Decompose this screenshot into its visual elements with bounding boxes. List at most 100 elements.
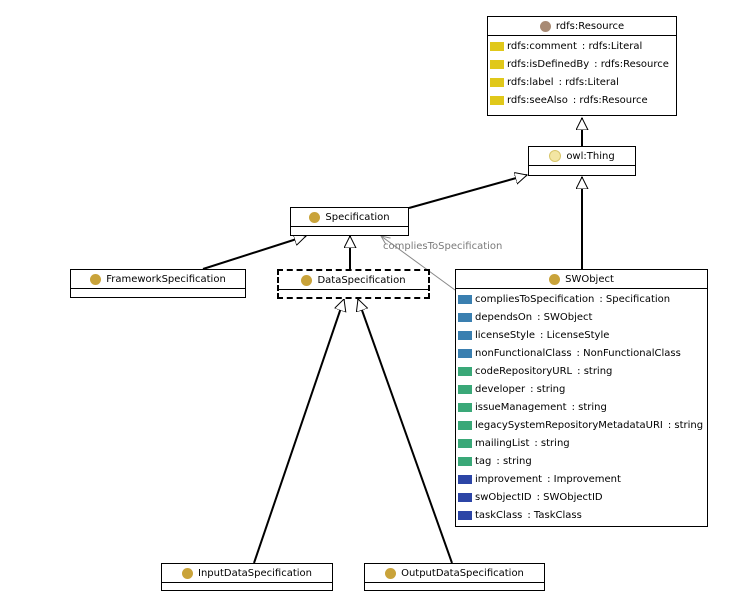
class-specification[interactable]: Specification [290, 207, 409, 236]
attribute-row[interactable]: rdfs:label : rdfs:Literal [490, 73, 674, 91]
class-icon [90, 273, 102, 285]
attribute-type: : rdfs:Literal [581, 40, 643, 52]
edge-output-data [358, 299, 453, 564]
datatype-property-icon [490, 95, 504, 105]
class-header: DataSpecification [279, 271, 428, 290]
class-name: FrameworkSpecification [106, 273, 226, 285]
attribute-list [529, 166, 635, 177]
attribute-name: issueManagement [475, 401, 567, 413]
attribute-row[interactable]: dependsOn : SWObject [458, 308, 705, 326]
attribute-row[interactable]: developer : string [458, 380, 705, 398]
attribute-type: : Specification [599, 293, 671, 305]
attribute-type: : string [571, 401, 607, 413]
attribute-name: developer [475, 383, 526, 395]
attribute-row[interactable]: rdfs:comment : rdfs:Literal [490, 37, 674, 55]
attribute-name: rdfs:label [507, 76, 554, 88]
class-name: rdfs:Resource [555, 20, 625, 32]
class-name: DataSpecification [317, 274, 406, 286]
attribute-row[interactable]: rdfs:isDefinedBy: rdfs:Resource [490, 55, 674, 73]
class-owl-thing[interactable]: owl:Thing [528, 146, 636, 176]
attribute-type: : rdfs:Resource [572, 94, 648, 106]
class-header: SWObject [456, 270, 707, 289]
object-property-icon [458, 312, 472, 322]
class-framework-specification[interactable]: FrameworkSpecification [70, 269, 246, 298]
attribute-name: rdfs:seeAlso [507, 94, 568, 106]
association-label: compliesToSpecification [383, 241, 503, 252]
attribute-list [279, 290, 428, 301]
object-property-icon [458, 294, 472, 304]
attribute-row[interactable]: improvement: Improvement [458, 470, 705, 488]
class-header: owl:Thing [529, 147, 635, 166]
attribute-name: codeRepositoryURL [475, 365, 573, 377]
datatype-property-icon [490, 41, 504, 51]
data-property-icon [458, 420, 472, 430]
datatype-property-icon [490, 77, 504, 87]
attribute-row[interactable]: tag: string [458, 452, 705, 470]
class-header: OutputDataSpecification [365, 564, 544, 583]
datatype-property-icon [490, 59, 504, 69]
class-name: Specification [325, 211, 390, 223]
attribute-name: dependsOn [475, 311, 533, 323]
attribute-type: : string [577, 365, 613, 377]
attribute-row[interactable]: nonFunctionalClass : NonFunctionalClass [458, 344, 705, 362]
attribute-type: : SWObject [537, 311, 593, 323]
class-rdfs-resource[interactable]: rdfs:Resource rdfs:comment : rdfs:Literal… [487, 16, 677, 116]
attribute-type: : string [530, 383, 566, 395]
edge-compliestospecification [381, 236, 456, 291]
data-property-icon [458, 402, 472, 412]
attribute-row[interactable]: rdfs:seeAlso : rdfs:Resource [490, 91, 674, 109]
class-output-data-specification[interactable]: OutputDataSpecification [364, 563, 545, 591]
attribute-name: swObjectID [475, 491, 532, 503]
class-name: SWObject [565, 273, 614, 285]
class-input-data-specification[interactable]: InputDataSpecification [161, 563, 333, 591]
attribute-row[interactable]: licenseStyle: LicenseStyle [458, 326, 705, 344]
attribute-list: rdfs:comment : rdfs:Literal rdfs:isDefined… [488, 36, 676, 110]
class-icon [549, 273, 561, 285]
class-swobject[interactable]: SWObject compliesToSpecification: Specif… [455, 269, 708, 527]
inverse-property-icon [458, 492, 472, 502]
class-icon [309, 211, 321, 223]
data-property-icon [458, 438, 472, 448]
attribute-row[interactable]: taskClass : TaskClass [458, 506, 705, 524]
inverse-property-icon [458, 510, 472, 520]
attribute-type: : string [534, 437, 570, 449]
class-header: Specification [291, 208, 408, 227]
attribute-name: taskClass [475, 509, 523, 521]
class-header: InputDataSpecification [162, 564, 332, 583]
attribute-row[interactable]: compliesToSpecification: Specification [458, 290, 705, 308]
attribute-row[interactable]: swObjectID: SWObjectID [458, 488, 705, 506]
owl-class-icon [549, 150, 562, 162]
class-header: FrameworkSpecification [71, 270, 245, 289]
attribute-list [71, 289, 245, 300]
attribute-row[interactable]: mailingList : string [458, 434, 705, 452]
attribute-row[interactable]: legacySystemRepositoryMetadataURI : strin… [458, 416, 705, 434]
attribute-name: licenseStyle [475, 329, 536, 341]
edge-input-data [253, 299, 344, 564]
attribute-type: : string [496, 455, 532, 467]
data-property-icon [458, 456, 472, 466]
attribute-type: : Improvement [547, 473, 621, 485]
class-data-specification[interactable]: DataSpecification [277, 269, 430, 299]
class-name: owl:Thing [566, 150, 615, 162]
class-icon [385, 567, 397, 579]
attribute-name: legacySystemRepositoryMetadataURI [475, 419, 663, 431]
attribute-type: : string [667, 419, 704, 431]
attribute-row[interactable]: issueManagement : string [458, 398, 705, 416]
attribute-row[interactable]: codeRepositoryURL : string [458, 362, 705, 380]
class-icon [182, 567, 193, 579]
attribute-type: : TaskClass [527, 509, 582, 521]
attribute-type: : rdfs:Resource [594, 58, 669, 70]
attribute-type: : NonFunctionalClass [576, 347, 681, 359]
edge-specification-owlthing [408, 175, 527, 209]
attribute-type: : rdfs:Literal [558, 76, 619, 88]
attribute-name: mailingList [475, 437, 530, 449]
resource-icon [539, 20, 551, 32]
attribute-name: nonFunctionalClass [475, 347, 572, 359]
data-property-icon [458, 384, 472, 394]
attribute-list [162, 583, 332, 594]
attribute-name: rdfs:comment [507, 40, 577, 52]
class-name: OutputDataSpecification [401, 567, 524, 579]
object-property-icon [458, 330, 472, 340]
